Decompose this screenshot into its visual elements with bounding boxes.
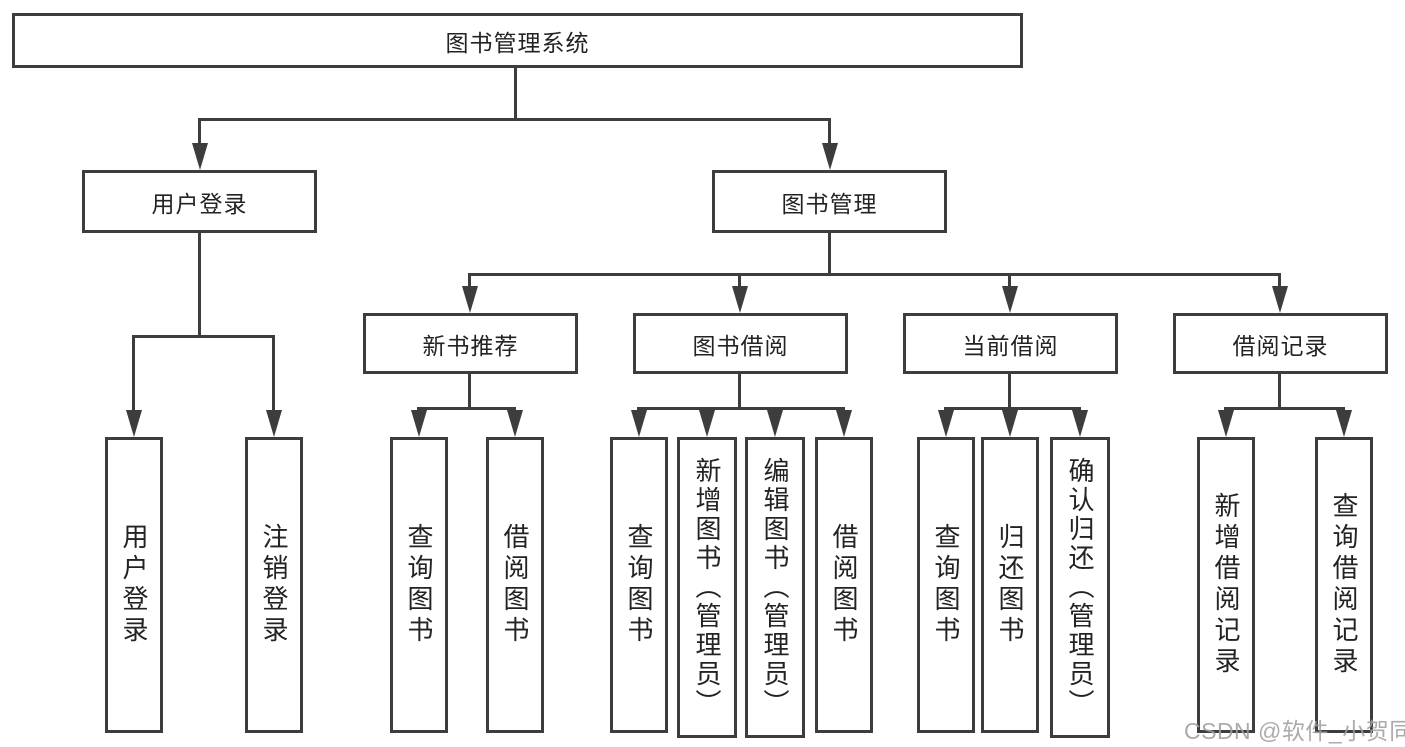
node-label: 图书管理 (781, 190, 878, 217)
node-label: 确认归还（管理员） (1065, 457, 1095, 718)
connector-line (1008, 273, 1011, 289)
connector-line (468, 373, 471, 407)
leaf-bb-borrow-books: 借阅图书 (815, 437, 873, 733)
leaf-bb-add-books-admin: 新增图书（管理员） (677, 437, 737, 738)
leaf-user-login: 用户登录 (105, 437, 163, 733)
node-borrow-records: 借阅记录 (1173, 313, 1388, 374)
connector-line (198, 118, 831, 121)
leaf-cb-return-books: 归还图书 (981, 437, 1039, 733)
leaf-cb-query-books: 查询图书 (917, 437, 975, 733)
arrow-down-icon (411, 410, 427, 437)
connector-line (514, 68, 517, 118)
node-label: 查询借阅记录 (1329, 492, 1359, 678)
connector-line (132, 335, 135, 412)
node-label: 查询图书 (931, 523, 961, 647)
node-label: 查询图书 (624, 523, 654, 647)
node-label: 借阅图书 (829, 523, 859, 647)
arrow-down-icon (507, 410, 523, 437)
connector-line (417, 407, 516, 410)
leaf-br-query-record: 查询借阅记录 (1315, 437, 1373, 733)
node-label: 当前借阅 (962, 332, 1059, 359)
arrow-down-icon (822, 143, 838, 170)
node-label: 新增借阅记录 (1211, 492, 1241, 678)
arrow-down-icon (126, 410, 142, 437)
connector-line (944, 407, 1081, 410)
connector-line (738, 273, 741, 289)
arrow-down-icon (1072, 410, 1088, 437)
node-current-borrowing: 当前借阅 (903, 313, 1118, 374)
connector-line (1008, 373, 1011, 407)
node-label: 借阅图书 (500, 523, 530, 647)
leaf-nbr-borrow-books: 借阅图书 (486, 437, 544, 733)
node-label: 图书管理系统 (445, 29, 590, 56)
arrow-down-icon (836, 410, 852, 437)
leaf-cb-confirm-return-admin: 确认归还（管理员） (1050, 437, 1110, 738)
watermark-text: CSDN @软件_小贺同学 (1184, 718, 1405, 744)
leaf-bb-query-books: 查询图书 (610, 437, 668, 733)
node-system-root: 图书管理系统 (12, 13, 1023, 68)
arrow-down-icon (1218, 410, 1234, 437)
arrow-down-icon (192, 143, 208, 170)
connector-line (637, 407, 845, 410)
connector-line (1278, 373, 1281, 407)
node-label: 用户登录 (151, 190, 248, 217)
leaf-logout: 注销登录 (245, 437, 303, 733)
connector-line (468, 273, 471, 289)
node-label: 查询图书 (404, 523, 434, 647)
connector-line (198, 118, 201, 146)
arrow-down-icon (699, 410, 715, 437)
connector-line (738, 373, 741, 407)
node-label: 新书推荐 (422, 332, 519, 359)
node-label: 注销登录 (259, 523, 289, 647)
arrow-down-icon (266, 410, 282, 437)
arrow-down-icon (732, 286, 748, 313)
node-label: 归还图书 (995, 523, 1025, 647)
arrow-down-icon (1002, 286, 1018, 313)
node-label: 借阅记录 (1232, 332, 1329, 359)
node-book-management: 图书管理 (712, 170, 947, 233)
connector-line (828, 118, 831, 146)
connector-line (1224, 407, 1345, 410)
arrow-down-icon (462, 286, 478, 313)
arrow-down-icon (938, 410, 954, 437)
connector-line (198, 233, 201, 335)
arrow-down-icon (631, 410, 647, 437)
leaf-br-add-record: 新增借阅记录 (1197, 437, 1255, 733)
connector-line (132, 335, 275, 338)
node-label: 图书借阅 (692, 332, 789, 359)
node-label: 用户登录 (119, 523, 149, 647)
connector-line (468, 273, 1281, 276)
leaf-bb-edit-books-admin: 编辑图书（管理员） (745, 437, 805, 738)
node-label: 新增图书（管理员） (692, 457, 722, 718)
arrow-down-icon (1002, 410, 1018, 437)
leaf-nbr-query-books: 查询图书 (390, 437, 448, 733)
node-new-book-recommend: 新书推荐 (363, 313, 578, 374)
arrow-down-icon (1336, 410, 1352, 437)
arrow-down-icon (1272, 286, 1288, 313)
node-book-borrowing: 图书借阅 (633, 313, 848, 374)
connector-line (828, 233, 831, 273)
node-user-login: 用户登录 (82, 170, 317, 233)
node-label: 编辑图书（管理员） (760, 457, 790, 718)
connector-line (1278, 273, 1281, 289)
connector-line (272, 335, 275, 412)
arrow-down-icon (767, 410, 783, 437)
